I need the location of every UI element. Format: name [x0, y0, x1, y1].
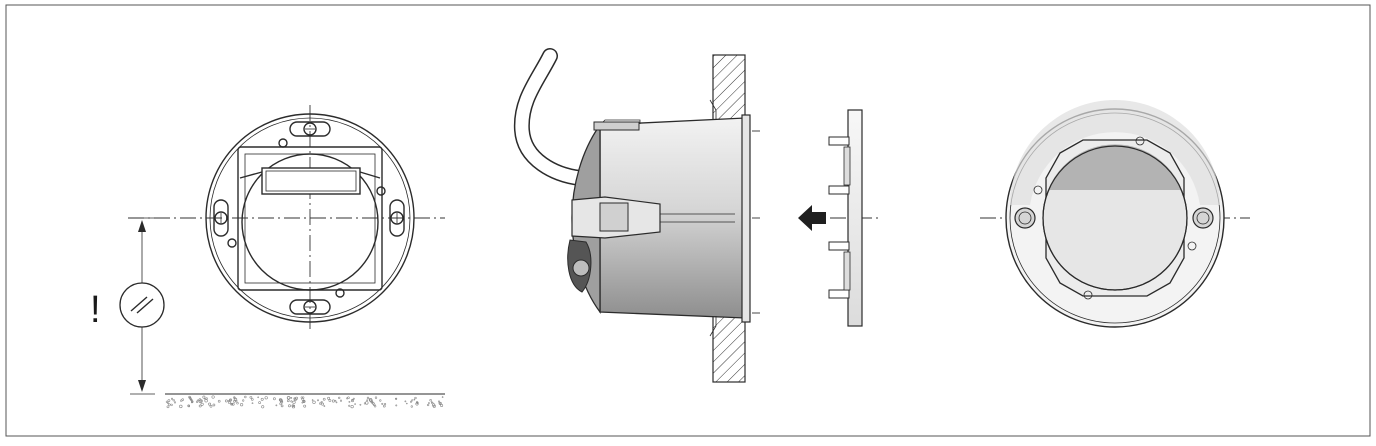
- flush-box-side-view-icon: [567, 99, 760, 337]
- outer-frame: [5, 4, 1371, 437]
- cable-icon: [513, 48, 588, 186]
- height-dimension: [119, 217, 165, 395]
- parallel-symbol-icon: [119, 282, 165, 328]
- insert-arrow-icon: [798, 205, 826, 231]
- floor-hatch-icon: [165, 393, 445, 409]
- mounting-plate-icon: [128, 105, 445, 330]
- finished-cover-front-view-icon: [980, 100, 1250, 328]
- warning-mark: !: [90, 289, 101, 331]
- cover-plate-side-view-icon: [828, 109, 863, 327]
